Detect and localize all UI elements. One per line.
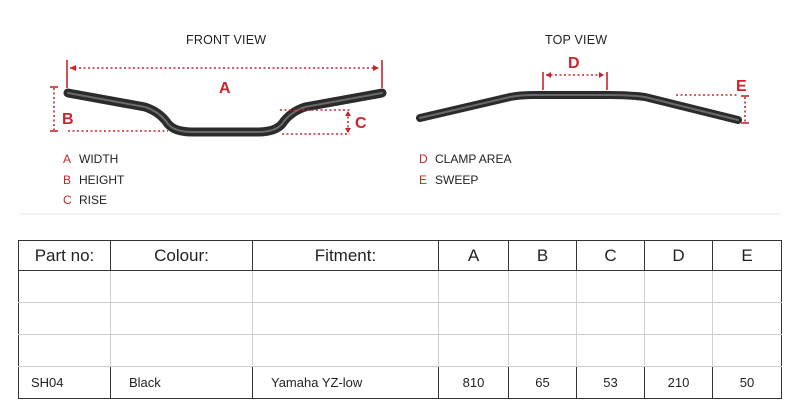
top-view-handlebar [416, 91, 742, 124]
table-cell [508, 270, 577, 303]
spec-table: Part no: Colour: Fitment: A B C D E [18, 240, 782, 399]
table-cell [576, 270, 645, 303]
table-cell [252, 334, 439, 367]
label-b: B [62, 111, 74, 128]
table-cell [252, 302, 439, 335]
table-row [18, 270, 782, 303]
label-d: D [568, 55, 580, 72]
table-cell [438, 270, 509, 303]
label-e: E [736, 78, 747, 95]
table-cell [18, 334, 111, 367]
cell-d: 210 [644, 366, 713, 399]
table-cell [438, 302, 509, 335]
table-cell [576, 302, 645, 335]
table-row [18, 302, 782, 335]
table-cell [576, 334, 645, 367]
header-b: B [508, 240, 577, 271]
table-cell [644, 302, 713, 335]
width-dimension [66, 60, 383, 88]
height-dimension [50, 86, 168, 132]
legend-text-height: HEIGHT [79, 173, 125, 187]
table-row-sh04: SH04 Black Yamaha YZ-low 810 65 53 210 5… [18, 366, 782, 399]
label-a: A [219, 80, 231, 97]
table-cell [644, 334, 713, 367]
header-e: E [712, 240, 782, 271]
table-cell [18, 302, 111, 335]
cell-c: 53 [576, 366, 645, 399]
header-c: C [576, 240, 645, 271]
legend-text-rise: RISE [79, 193, 107, 207]
sweep-dimension [676, 94, 749, 124]
table-cell [110, 334, 253, 367]
cell-colour: Black [110, 366, 253, 399]
cell-b: 65 [508, 366, 577, 399]
table-cell [110, 302, 253, 335]
table-cell [644, 270, 713, 303]
rise-dimension [280, 109, 351, 135]
front-view-handlebar [63, 88, 387, 137]
legend-letter-c: C [63, 193, 72, 207]
label-c: C [355, 115, 367, 132]
header-fitment: Fitment: [252, 240, 439, 271]
cell-a: 810 [438, 366, 509, 399]
table-cell [438, 334, 509, 367]
legend-letter-b: B [63, 173, 71, 187]
cell-part-no: SH04 [18, 366, 111, 399]
legend-letter-d: D [419, 152, 428, 166]
legend-text-sweep: SWEEP [435, 173, 478, 187]
cell-e: 50 [712, 366, 782, 399]
table-cell [18, 270, 111, 303]
table-cell [712, 270, 782, 303]
table-cell [712, 334, 782, 367]
header-colour: Colour: [110, 240, 253, 271]
legend-right: D CLAMP AREA E SWEEP [419, 152, 511, 187]
header-a: A [438, 240, 509, 271]
legend-text-width: WIDTH [79, 152, 118, 166]
table-row [18, 334, 782, 367]
table-cell [508, 302, 577, 335]
table-cell [508, 334, 577, 367]
top-view-title: TOP VIEW [545, 33, 607, 47]
header-part-no: Part no: [18, 240, 111, 271]
legend-letter-e: E [419, 173, 427, 187]
table-cell [110, 270, 253, 303]
table-cell [712, 302, 782, 335]
table-header-row: Part no: Colour: Fitment: A B C D E [18, 240, 782, 271]
legend-letter-a: A [63, 152, 71, 166]
legend-left: A WIDTH B HEIGHT C RISE [63, 152, 125, 207]
cell-fitment: Yamaha YZ-low [252, 366, 439, 399]
front-view-title: FRONT VIEW [186, 33, 266, 47]
table-cell [252, 270, 439, 303]
header-d: D [644, 240, 713, 271]
clamp-area-dimension [542, 72, 608, 90]
legend-text-clamp-area: CLAMP AREA [435, 152, 511, 166]
